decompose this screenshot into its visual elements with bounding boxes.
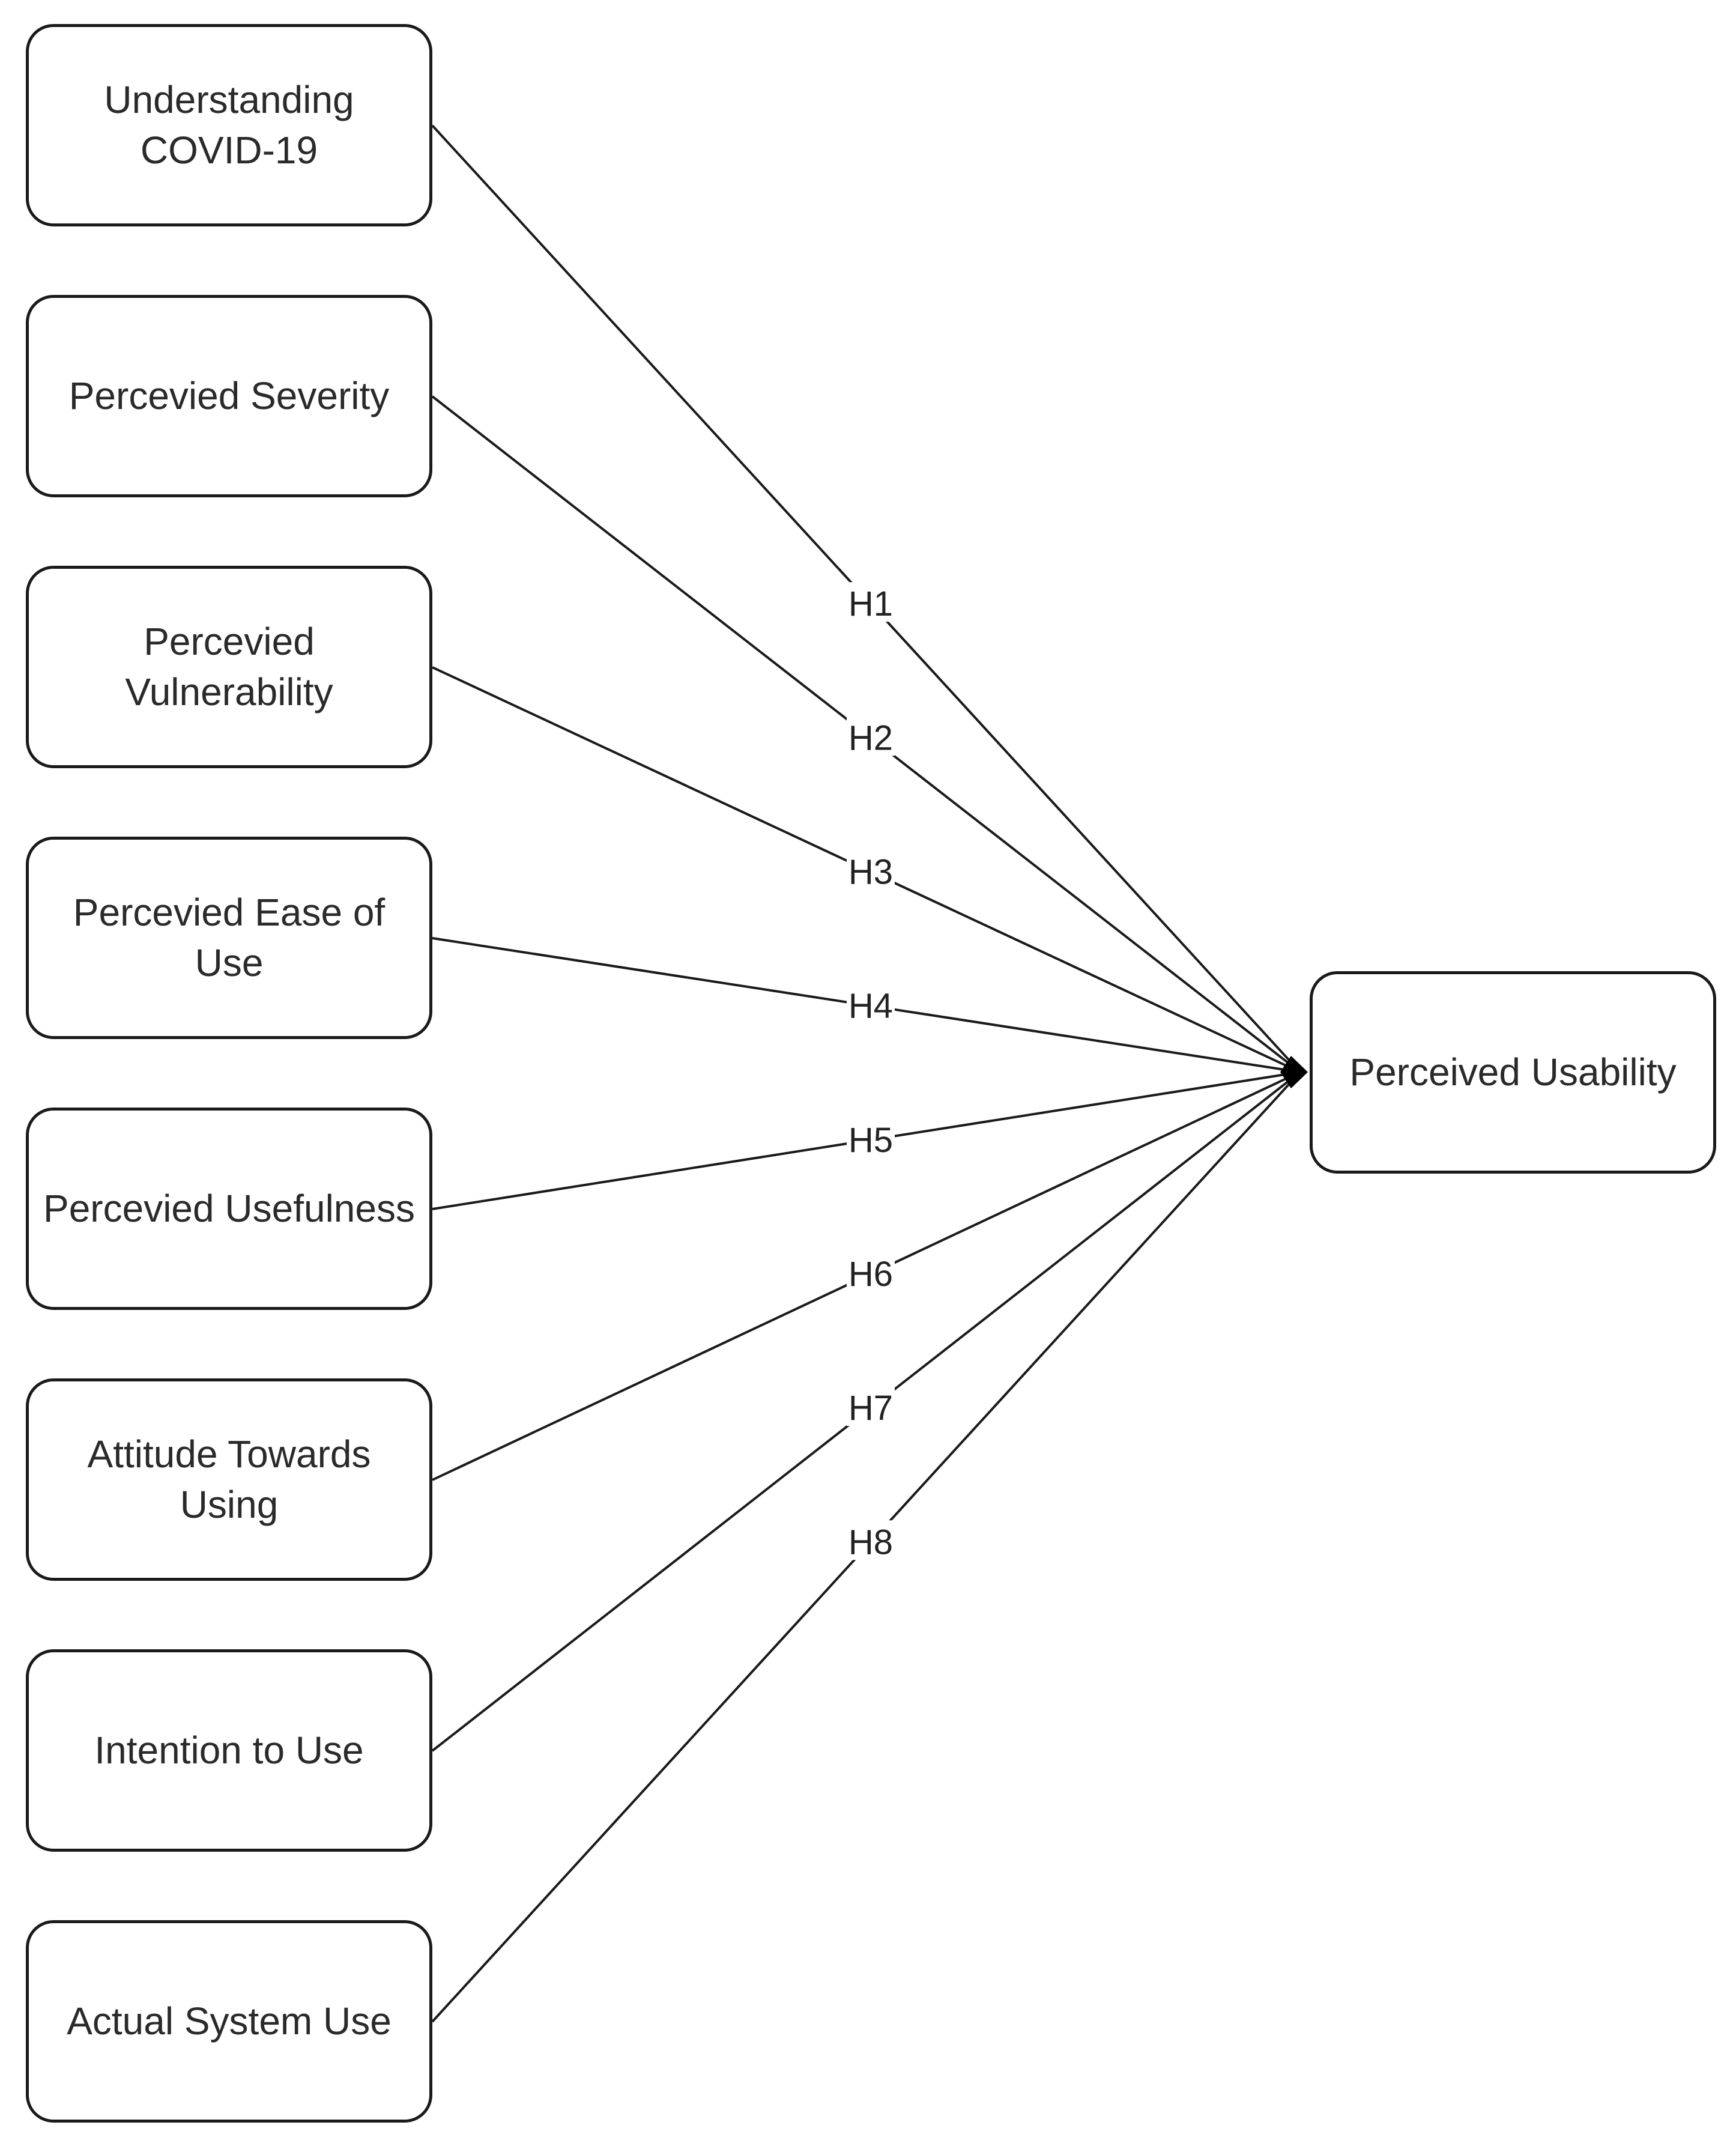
edge-label-background	[847, 984, 895, 1024]
node-understanding-covid: Understanding COVID-19	[26, 24, 432, 226]
edge-label-background	[847, 716, 895, 756]
edge-label-background	[847, 1252, 895, 1292]
node-label: Perceived Usability	[1349, 1050, 1677, 1094]
node-label: Understanding COVID-19	[104, 78, 354, 172]
edge-label-h4: H4	[848, 987, 893, 1026]
edge-label-h7: H7	[848, 1389, 893, 1428]
edge-label-background	[847, 582, 895, 622]
node-label: Percevied Ease of Use	[73, 891, 386, 984]
edge-label-h3: H3	[848, 852, 893, 891]
node-label: Attitude Towards Using	[87, 1432, 371, 1526]
node-label: Percevied Vulnerability	[125, 620, 333, 714]
edge-label-background	[847, 1520, 895, 1560]
edge-label-h2: H2	[848, 718, 893, 757]
node-perceived-usability: Perceived Usability	[1310, 971, 1716, 1174]
edge-label-h8: H8	[848, 1523, 893, 1562]
node-actual-system-use: Actual System Use	[26, 1920, 432, 2123]
node-attitude-towards-using: Attitude Towards Using	[26, 1378, 432, 1581]
node-perceived-severity: Percevied Severity	[26, 295, 432, 497]
node-perceived-ease-of-use: Percevied Ease of Use	[26, 837, 432, 1039]
node-label: Percevied Usefulness	[43, 1186, 415, 1230]
node-label: Actual System Use	[67, 1999, 392, 2043]
edge-label-h1: H1	[848, 584, 893, 623]
node-intention-to-use: Intention to Use	[26, 1649, 432, 1852]
edge-label-h5: H5	[848, 1121, 893, 1160]
edge-label-background	[847, 850, 895, 890]
node-label: Intention to Use	[94, 1728, 364, 1772]
node-perceived-vulnerability: Percevied Vulnerability	[26, 566, 432, 768]
edge-label-background	[847, 1118, 895, 1158]
node-perceived-usefulness: Percevied Usefulness	[26, 1108, 432, 1310]
node-label: Percevied Severity	[68, 374, 390, 417]
edge-label-h6: H6	[848, 1255, 893, 1294]
arrowhead-icon	[1280, 1056, 1308, 1088]
edge-label-background	[847, 1386, 895, 1426]
